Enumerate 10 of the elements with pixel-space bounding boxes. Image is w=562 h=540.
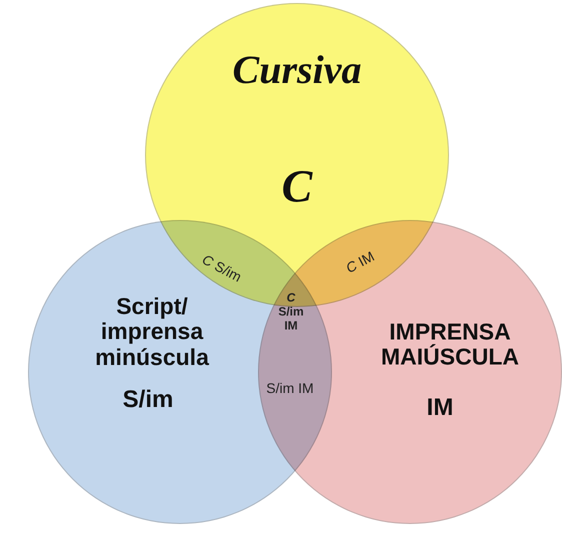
set-symbol: IM	[426, 394, 454, 422]
set-symbol: C	[280, 162, 314, 212]
overlap-label: C IM	[342, 246, 378, 278]
overlap-label: C S/im IM	[277, 291, 305, 333]
set-symbol: S/im	[122, 386, 174, 414]
overlap-label: S/im IM	[265, 380, 315, 396]
set-name: Script/ imprensa minúscula	[94, 294, 210, 370]
set-name: IMPRENSA MAIÚSCULA	[380, 320, 520, 370]
set-name: Cursiva	[232, 48, 362, 92]
overlap-label: C S/im	[198, 250, 246, 287]
